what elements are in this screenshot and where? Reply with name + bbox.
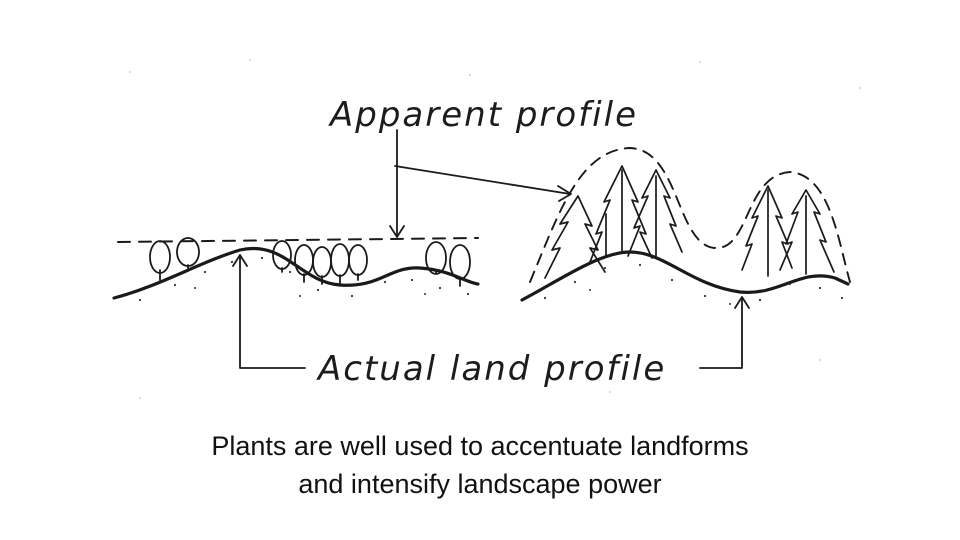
- conifer-tree: [589, 165, 653, 263]
- right-apparent-dashed-line: [529, 147, 851, 283]
- right-ground-stipple: [543, 263, 844, 305]
- actual-profile-label: Actual land profile: [316, 349, 666, 389]
- apparent-profile-label: Apparent profile: [328, 95, 638, 135]
- tree-canopy: [330, 243, 350, 277]
- left-apparent-dashed-line: [117, 237, 479, 243]
- tree-canopy: [348, 244, 368, 276]
- tree-canopy: [312, 246, 332, 278]
- caption: Plants are well used to accentuate landf…: [80, 427, 880, 503]
- tree-canopy: [149, 240, 171, 274]
- left-ground-stipple: [138, 256, 470, 302]
- landform-sketch: Apparent profile: [112, 59, 861, 399]
- left-deciduous-trees: [149, 237, 471, 287]
- apparent-down-arrow: [389, 129, 405, 238]
- conifer-tree: [779, 189, 835, 273]
- tree-canopy: [425, 241, 447, 275]
- actual-left-arrow: [232, 254, 306, 369]
- right-ground-line: [520, 250, 850, 302]
- right-conifer-trees: [544, 165, 835, 279]
- caption-line-2: and intensify landscape power: [298, 469, 662, 499]
- paper-speckle: [129, 59, 861, 399]
- actual-right-arrow: [699, 296, 750, 369]
- conifer-tree: [627, 169, 683, 257]
- tree-canopy: [449, 244, 471, 280]
- caption-line-1: Plants are well used to accentuate landf…: [211, 431, 749, 461]
- apparent-right-arrow: [394, 165, 572, 202]
- conifer-tree: [544, 195, 606, 279]
